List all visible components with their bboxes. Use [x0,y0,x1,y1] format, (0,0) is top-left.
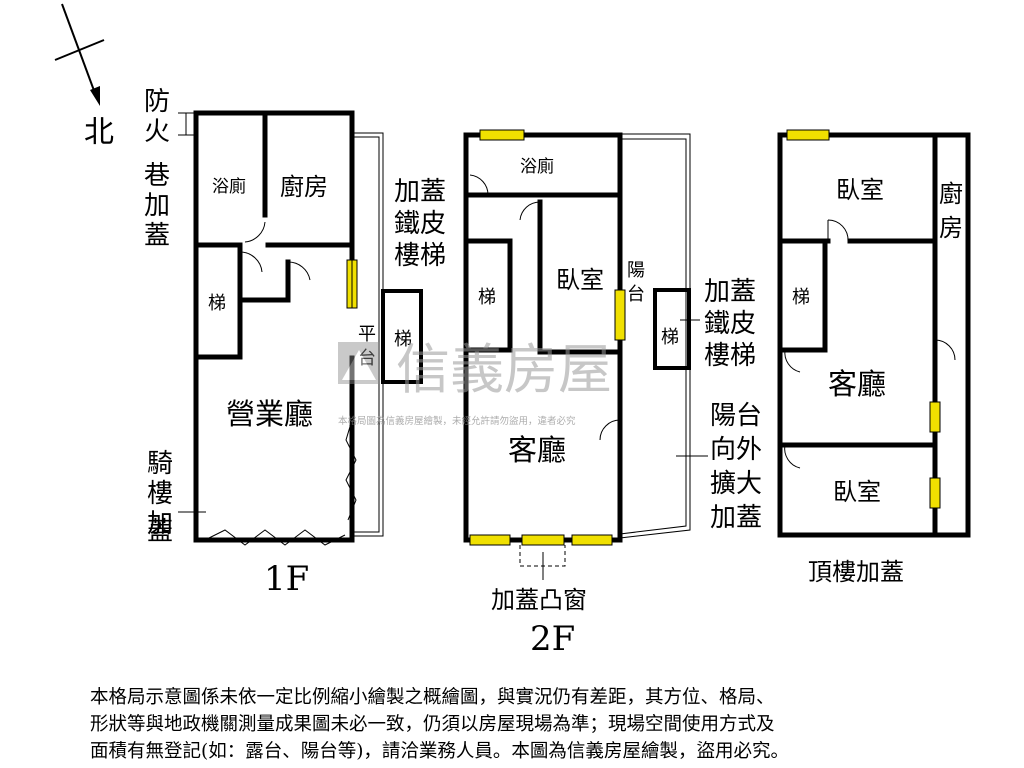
f1-iron-stair-note: 加蓋 鐵皮 樓梯 [394,177,454,271]
floor2-plan [463,129,708,580]
watermark: 信義房屋 本格局圖為信義房屋繪製，未經允許請勿盜用，違者必究 [338,338,612,427]
north-label: 北 [84,115,114,150]
floor1-plan [178,110,423,546]
f1-platform-char1: 平 [358,324,376,345]
watermark-logo-icon [338,342,380,384]
roof-bedroom-top-label: 臥室 [836,176,884,204]
f1-arcade-note: 騎 樓 加 [147,449,181,539]
roof-bedroom-bottom-label: 臥室 [833,478,881,506]
f1-kitchen-label: 廚房 [280,173,328,201]
f1-platform-stair-label: 梯 [394,329,412,350]
watermark-notice: 本格局圖為信義房屋繪製，未經允許請勿盜用，違者必究 [338,415,576,427]
f2-living-label: 客廳 [508,433,566,467]
north-arrow-icon [54,3,105,106]
f2-bedroom-label: 臥室 [556,266,604,294]
disclaimer-line: 面積有無登記(如：露台、陽台等)，請洽業務人員。本圖為信義房屋繪製，盜用必究。 [90,741,789,762]
f2-stairs-label: 梯 [478,287,496,308]
roof-plan [777,129,971,538]
roof-stairs-label: 梯 [792,287,810,308]
f1-hall-label: 營業廳 [226,397,313,431]
watermark-brand: 信義房屋 [396,338,612,401]
disclaimer-line: 形狀等與地政機關測量成果圖未必一致，仍須以房屋現場為準；現場空間使用方式及 [90,714,775,735]
f1-fire-lane-note: 防 火 巷 加 蓋 [144,87,178,251]
f2-balcony-label: 陽 台 [627,260,651,305]
f1-bathroom-label: 浴廁 [212,176,246,197]
roof-kitchen-label: 廚 房 [939,180,971,242]
disclaimer: 本格局示意圖係未依一定比例縮小繪製之概繪圖，與實況仍有差距，其方位、格局、 形狀… [90,684,950,765]
f2-balcony-ext-note: 陽台 向外 擴大 加蓋 [710,401,770,533]
floor-plan-drawing: 北 浴廁 廚房 梯 營業廳 梯 [54,3,971,659]
roof-caption: 頂樓加蓋 [808,558,904,586]
disclaimer-line: 本格局示意圖係未依一定比例縮小繪製之概繪圖，與實況仍有差距，其方位、格局、 [90,687,775,708]
f1-platform-label: 平 台 [358,324,382,369]
roof-living-label: 客廳 [828,367,886,401]
f2-outside-stair-label: 梯 [661,327,679,348]
f2-iron-stair-note: 加蓋 鐵皮 樓梯 [704,277,764,371]
f1-platform-char2: 台 [358,348,376,369]
f1-caption: 1F [264,559,309,599]
f2-bathroom-label: 浴廁 [520,156,554,177]
f2-caption: 2F [530,619,575,659]
f1-arcade-last-char: 蓋 [147,517,173,547]
f2-bay-window-note: 加蓋凸窗 [491,586,587,614]
f1-stairs-label: 梯 [208,293,226,314]
